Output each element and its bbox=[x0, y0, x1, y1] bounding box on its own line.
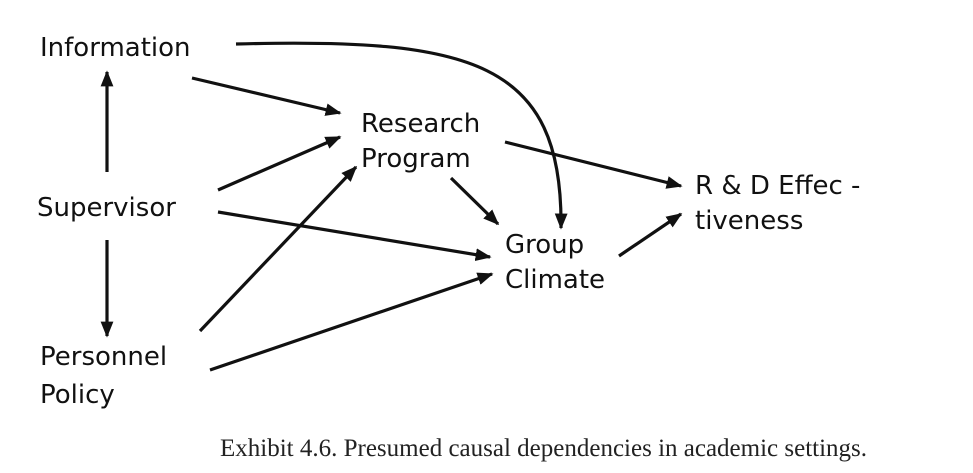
edge-supervisor-research-program bbox=[217, 135, 342, 192]
edge-group-climate-rd-effectiveness bbox=[618, 212, 683, 258]
edge-supervisor-group-climate bbox=[217, 210, 492, 261]
node-personnel-policy: Personnel Policy bbox=[40, 342, 175, 410]
node-information: Information bbox=[40, 33, 191, 63]
figure-caption: Exhibit 4.6. Presumed causal dependencie… bbox=[220, 435, 867, 462]
edge-personnel-policy-research-program bbox=[198, 165, 358, 333]
edge-information-group-climate bbox=[235, 41, 568, 230]
edge-information-research-program bbox=[191, 76, 342, 116]
node-supervisor: Supervisor bbox=[37, 193, 176, 223]
node-research-program: Research Program bbox=[361, 109, 489, 174]
edge-research-program-group-climate bbox=[449, 176, 500, 226]
edge-personnel-policy-group-climate bbox=[209, 272, 494, 372]
edge-research-program-rd-effectiveness bbox=[504, 140, 683, 189]
node-rd-effectiveness: R & D Effec - tiveness bbox=[695, 171, 869, 236]
node-group-climate: Group Climate bbox=[505, 230, 605, 295]
